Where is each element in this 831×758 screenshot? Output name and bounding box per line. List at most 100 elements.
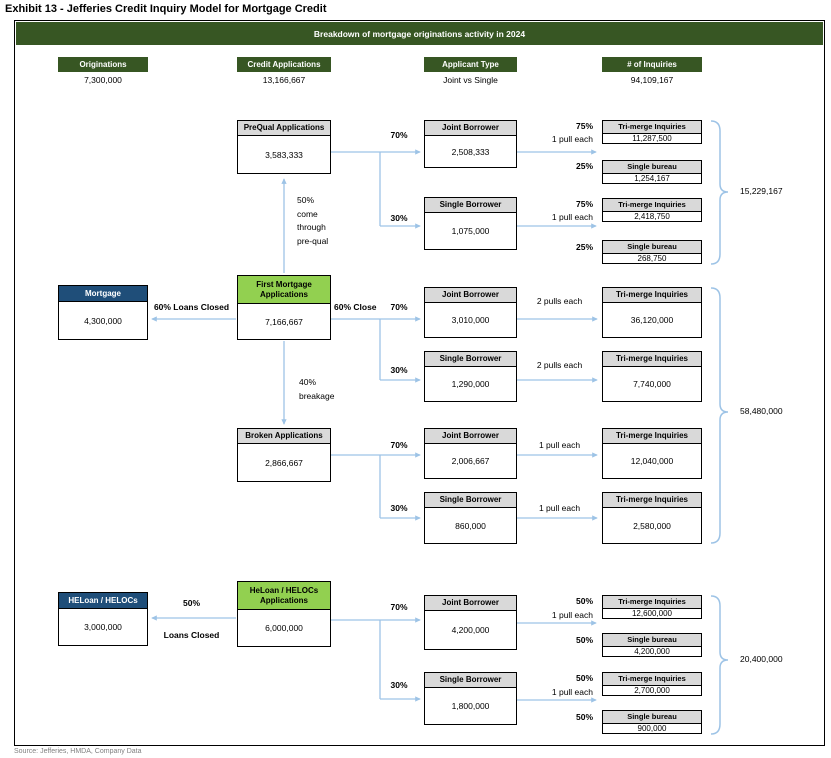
node-value: 268,750 (637, 254, 667, 263)
node-tri-merge-broken-single: Tri-merge Inquiries 2,580,000 (602, 492, 702, 544)
node-value: 11,287,500 (632, 134, 672, 143)
column-value-originations: 7,300,000 (84, 75, 122, 85)
node-value: 1,800,000 (451, 701, 490, 711)
node-header: Single bureau (603, 634, 701, 647)
node-heloan-helocs: HELoan / HELOCs 3,000,000 (58, 592, 148, 646)
label-heloc-single-pulls: 1 pull each (551, 687, 593, 697)
node-header: Single bureau (603, 711, 701, 724)
node-value: 2,866,667 (265, 457, 303, 468)
node-header: Tri-merge Inquiries (603, 288, 701, 303)
node-header: Joint Borrower (425, 429, 516, 444)
column-value-credit-applications: 13,166,667 (262, 75, 306, 85)
label-loans-closed-mortgage: 60% Loans Closed (153, 302, 230, 312)
label-breakage: 40% breakage (299, 376, 359, 403)
node-header: Joint Borrower (425, 121, 516, 136)
node-header: HELoan / HELOCs (59, 593, 147, 609)
node-value: 2,418,750 (634, 212, 670, 221)
node-value: 2,700,000 (634, 686, 670, 695)
node-broken-applications: Broken Applications 2,866,667 (237, 428, 331, 482)
node-header: Single Borrower (425, 493, 516, 508)
node-single-bureau-heloc-single: Single bureau 900,000 (602, 710, 702, 734)
node-prequal-applications: PreQual Applications 3,583,333 (237, 120, 331, 174)
node-header: Tri-merge Inquiries (603, 596, 701, 609)
label-broken-joint-pct: 70% (390, 440, 408, 450)
label-fma-single-pulls: 2 pulls each (536, 360, 583, 370)
node-header: Tri-merge Inquiries (603, 199, 701, 212)
node-header: Tri-merge Inquiries (603, 121, 701, 134)
node-value: 12,600,000 (631, 609, 673, 618)
label-heloc-joint-pulls: 1 pull each (551, 610, 593, 620)
node-tri-merge-broken-joint: Tri-merge Inquiries 12,040,000 (602, 428, 702, 479)
label-prequal-joint-pulls: 1 pull each (551, 134, 593, 144)
label-line: through (297, 222, 326, 232)
node-tri-merge-fma-single: Tri-merge Inquiries 7,740,000 (602, 351, 702, 402)
label-line: pre-qual (297, 235, 329, 246)
node-header: Joint Borrower (425, 596, 516, 611)
label-prequal-single-tri-pct: 75% (575, 199, 593, 209)
node-value: 4,300,000 (84, 315, 122, 326)
node-value: 1,290,000 (451, 379, 490, 389)
node-single-bureau-heloc-joint: Single bureau 4,200,000 (602, 633, 702, 657)
label-line: 40% (299, 377, 317, 387)
column-header-originations: Originations (58, 57, 148, 72)
node-header: Single bureau (603, 161, 701, 174)
node-header: Single Borrower (425, 673, 516, 688)
label-fma-joint-pct: 70% (390, 302, 408, 312)
node-value: 7,740,000 (633, 379, 671, 389)
node-tri-merge-fma-joint: Tri-merge Inquiries 36,120,000 (602, 287, 702, 338)
node-joint-borrower-heloc: Joint Borrower 4,200,000 (424, 595, 517, 650)
banner-title: Breakdown of mortgage originations activ… (16, 22, 823, 45)
node-value: 2,580,000 (633, 520, 671, 531)
column-header-applicant-type: Applicant Type (424, 57, 517, 72)
node-heloan-helocs-applications: HeLoan / HELOCs Applications 6,000,000 (237, 581, 331, 647)
label-heloc-single-sb-pct: 50% (575, 712, 593, 722)
label-line: breakage (299, 390, 335, 401)
total-prequal-inquiries: 15,229,167 (740, 186, 783, 196)
label-broken-single-pct: 30% (390, 503, 408, 513)
node-single-borrower-heloc: Single Borrower 1,800,000 (424, 672, 517, 725)
node-joint-borrower-broken: Joint Borrower 2,006,667 (424, 428, 517, 479)
node-header: Tri-merge Inquiries (603, 493, 701, 508)
label-heloc-closed-pct: 50% (182, 598, 200, 608)
node-tri-merge-heloc-joint: Tri-merge Inquiries 12,600,000 (602, 595, 702, 619)
node-tri-merge-prequal-joint: Tri-merge Inquiries 11,287,500 (602, 120, 702, 144)
label-line: come (297, 208, 318, 219)
node-header: Broken Applications (238, 429, 330, 444)
label-line: 50% (297, 195, 315, 205)
node-first-mortgage-applications: First Mortgage Applications 7,166,667 (237, 275, 331, 340)
total-first-mortgage-inquiries: 58,480,000 (740, 406, 783, 416)
node-value: 4,200,000 (634, 647, 670, 656)
node-header: Joint Borrower (425, 288, 516, 303)
node-header: Single Borrower (425, 352, 516, 367)
column-value-applicant-type: Joint vs Single (443, 75, 498, 85)
node-value: 36,120,000 (630, 315, 674, 325)
node-value: 12,040,000 (630, 456, 674, 466)
label-fma-joint-pulls: 2 pulls each (536, 296, 583, 306)
column-value-inquiries: 94,109,167 (630, 75, 674, 85)
exhibit-title: Exhibit 13 - Jefferies Credit Inquiry Mo… (5, 3, 327, 15)
label-heloc-single-tri-pct: 50% (575, 673, 593, 683)
label-prequal-single-pulls: 1 pull each (551, 212, 593, 222)
label-broken-joint-pulls: 1 pull each (538, 440, 581, 450)
node-value: 6,000,000 (265, 623, 303, 633)
node-single-borrower-fma: Single Borrower 1,290,000 (424, 351, 517, 402)
column-header-inquiries: # of Inquiries (602, 57, 702, 72)
node-mortgage: Mortgage 4,300,000 (58, 285, 148, 340)
node-tri-merge-prequal-single: Tri-merge Inquiries 2,418,750 (602, 198, 702, 222)
source-note: Source: Jefferies, HMDA, Company Data (14, 748, 142, 755)
node-single-borrower-prequal: Single Borrower 1,075,000 (424, 197, 517, 250)
label-prequal-feedback: 50% come through pre-qual (297, 194, 357, 248)
total-heloc-inquiries: 20,400,000 (740, 654, 783, 664)
label-prequal-single-sb-pct: 25% (575, 242, 593, 252)
node-value: 4,200,000 (451, 625, 490, 635)
node-header: First Mortgage Applications (238, 276, 330, 304)
node-value: 1,254,167 (634, 174, 670, 183)
node-value: 900,000 (637, 724, 667, 733)
label-prequal-joint-tri-pct: 75% (575, 121, 593, 131)
label-broken-single-pulls: 1 pull each (538, 503, 581, 513)
node-header: Tri-merge Inquiries (603, 352, 701, 367)
node-header: HeLoan / HELOCs Applications (238, 582, 330, 610)
label-close-pct: 60% Close (334, 302, 377, 312)
node-header: Single Borrower (425, 198, 516, 213)
